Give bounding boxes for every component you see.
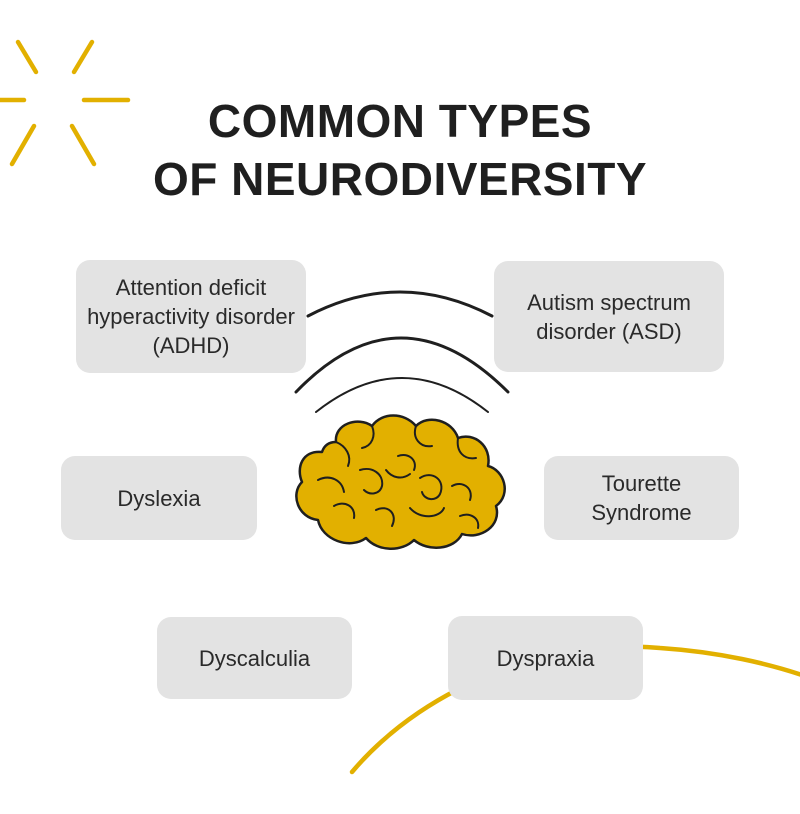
type-label-asd: Autism spectrum disorder (ASD) — [527, 289, 691, 344]
title-line-2: OF NEURODIVERSITY — [152, 153, 648, 205]
type-card-dyspraxia: Dyspraxia — [448, 616, 643, 700]
page-title: COMMON TYPES OF NEURODIVERSITY — [0, 92, 800, 208]
type-label-dyslexia: Dyslexia — [117, 485, 201, 511]
type-card-dyscalculia: Dyscalculia — [157, 617, 352, 699]
type-card-dyslexia: Dyslexia — [61, 456, 257, 540]
signal-arcs-icon — [294, 290, 510, 413]
type-card-tourette: Tourette Syndrome — [544, 456, 739, 540]
type-label-dyspraxia: Dyspraxia — [496, 645, 595, 671]
type-label-dyscalculia: Dyscalculia — [198, 645, 311, 671]
title-line-1: COMMON TYPES — [207, 95, 593, 147]
type-label-tourette: Tourette Syndrome — [591, 471, 692, 525]
type-card-adhd: Attention deficit hyperactivity disorder… — [76, 260, 306, 373]
brain-icon — [295, 414, 506, 550]
type-card-asd: Autism spectrum disorder (ASD) — [494, 261, 724, 372]
type-label-adhd: Attention deficit hyperactivity disorder… — [87, 275, 295, 358]
